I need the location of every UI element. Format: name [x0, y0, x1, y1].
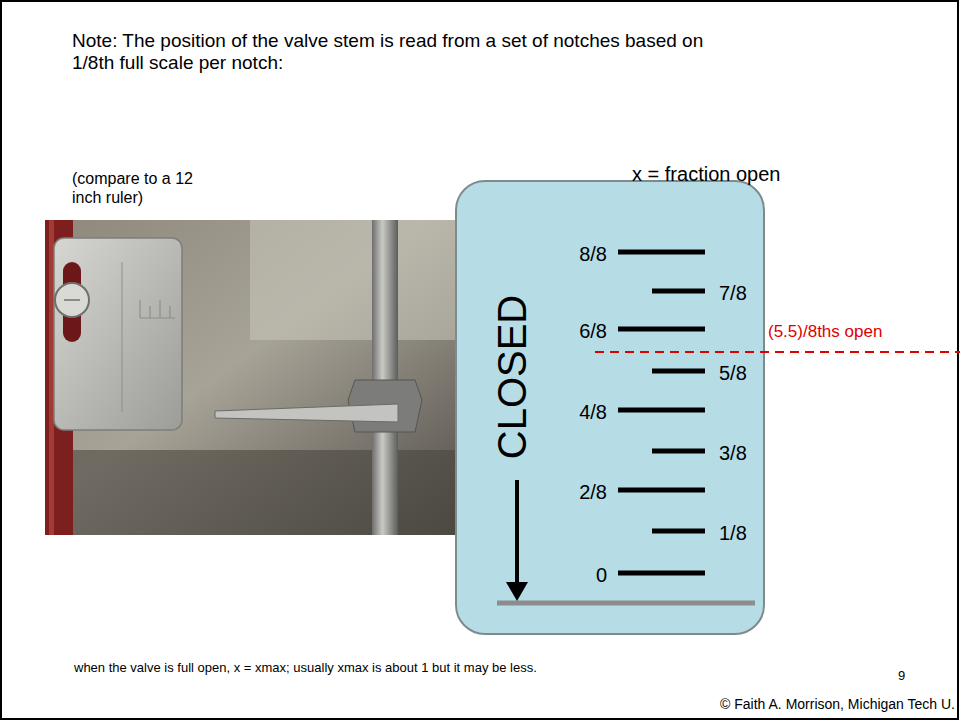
- closed-label: CLOSED: [490, 295, 534, 460]
- ruler-note: (compare to a 12 inch ruler): [72, 170, 222, 208]
- engraved-tick: [139, 300, 140, 318]
- scale-fraction: 3/8: [719, 442, 747, 464]
- scale-fraction: 6/8: [579, 320, 607, 342]
- note-text: Note: The position of the valve stem is …: [72, 30, 712, 75]
- photo: [45, 220, 470, 535]
- copyright-holder: © Faith A. Morrison, Michigan Tech U.: [720, 696, 955, 713]
- scale-fraction: 5/8: [719, 362, 747, 384]
- scale-fraction-holder: 6/8: [579, 320, 607, 342]
- scale-fraction: 7/8: [719, 282, 747, 304]
- short-notch: [652, 369, 705, 374]
- valve-stem: [372, 220, 398, 535]
- scale-fraction: 1/8: [719, 522, 747, 544]
- closed-label-holder: CLOSED: [490, 295, 534, 460]
- closed-arrow-head: [506, 582, 528, 601]
- scale-fraction-holder: 8/8: [579, 243, 607, 265]
- scale-fraction-holder: 2/8: [579, 481, 607, 503]
- pointer-blade: [215, 404, 398, 422]
- reading-label: (5.5)/8ths open: [768, 322, 882, 342]
- engraved-mark: [122, 262, 123, 412]
- reading-line: [595, 351, 960, 353]
- scale-fraction-holder: 4/8: [579, 401, 607, 423]
- photo-blur-light: [250, 220, 470, 340]
- closed-arrow-shaft: [515, 480, 519, 584]
- variable-definition: x = fraction open: [632, 163, 780, 187]
- scale-fraction: 0: [596, 564, 607, 586]
- page-number: 9: [898, 668, 905, 683]
- footnote: when the valve is full open, x = xmax; u…: [74, 660, 537, 675]
- screw-head: [55, 283, 89, 317]
- engraved-tick: [159, 300, 160, 318]
- copyright: © Faith A. Morrison, Michigan Tech U.: [720, 696, 955, 713]
- screw-slot: [64, 299, 80, 301]
- scale-fraction-holder: 3/8: [719, 442, 747, 464]
- long-notch: [618, 327, 705, 332]
- footnote-holder: when the valve is full open, x = xmax; u…: [74, 660, 874, 675]
- closed-stop-line: [497, 601, 755, 606]
- scale-fraction-holder: 0: [596, 564, 607, 586]
- scale-panel: CLOSED 8/8 7/8 6/8 5/8 4/8 3/8 2/8 1/8 0: [455, 180, 765, 635]
- photo-blur-dark: [45, 450, 470, 535]
- scale-fraction: 4/8: [579, 401, 607, 423]
- variable-definition-holder: x = fraction open: [632, 163, 780, 187]
- ruler-note-holder: (compare to a 12 inch ruler): [72, 170, 222, 208]
- short-notch: [652, 529, 705, 534]
- photo-background: [45, 220, 470, 535]
- short-notch: [652, 449, 705, 454]
- scale-fraction-holder: 5/8: [719, 362, 747, 384]
- long-notch: [618, 408, 705, 413]
- note-text-holder: Note: The position of the valve stem is …: [72, 30, 712, 75]
- engraved-ticks: [140, 300, 175, 318]
- scale-fraction-holder: 1/8: [719, 522, 747, 544]
- scale-fraction: 2/8: [579, 481, 607, 503]
- short-notch: [652, 289, 705, 294]
- engraved-tick: [169, 306, 170, 318]
- engraved-tick: [140, 317, 175, 318]
- notch-ticks: [618, 252, 705, 573]
- scale-fraction-holder: 7/8: [719, 282, 747, 304]
- scale-plate: [54, 238, 182, 430]
- engraved-tick: [149, 306, 150, 318]
- scale-fraction: 8/8: [579, 243, 607, 265]
- long-notch: [618, 250, 705, 255]
- long-notch: [618, 488, 705, 493]
- page-number-holder: 9: [898, 668, 905, 683]
- long-notch: [618, 571, 705, 576]
- reading-label-holder: (5.5)/8ths open: [768, 322, 882, 342]
